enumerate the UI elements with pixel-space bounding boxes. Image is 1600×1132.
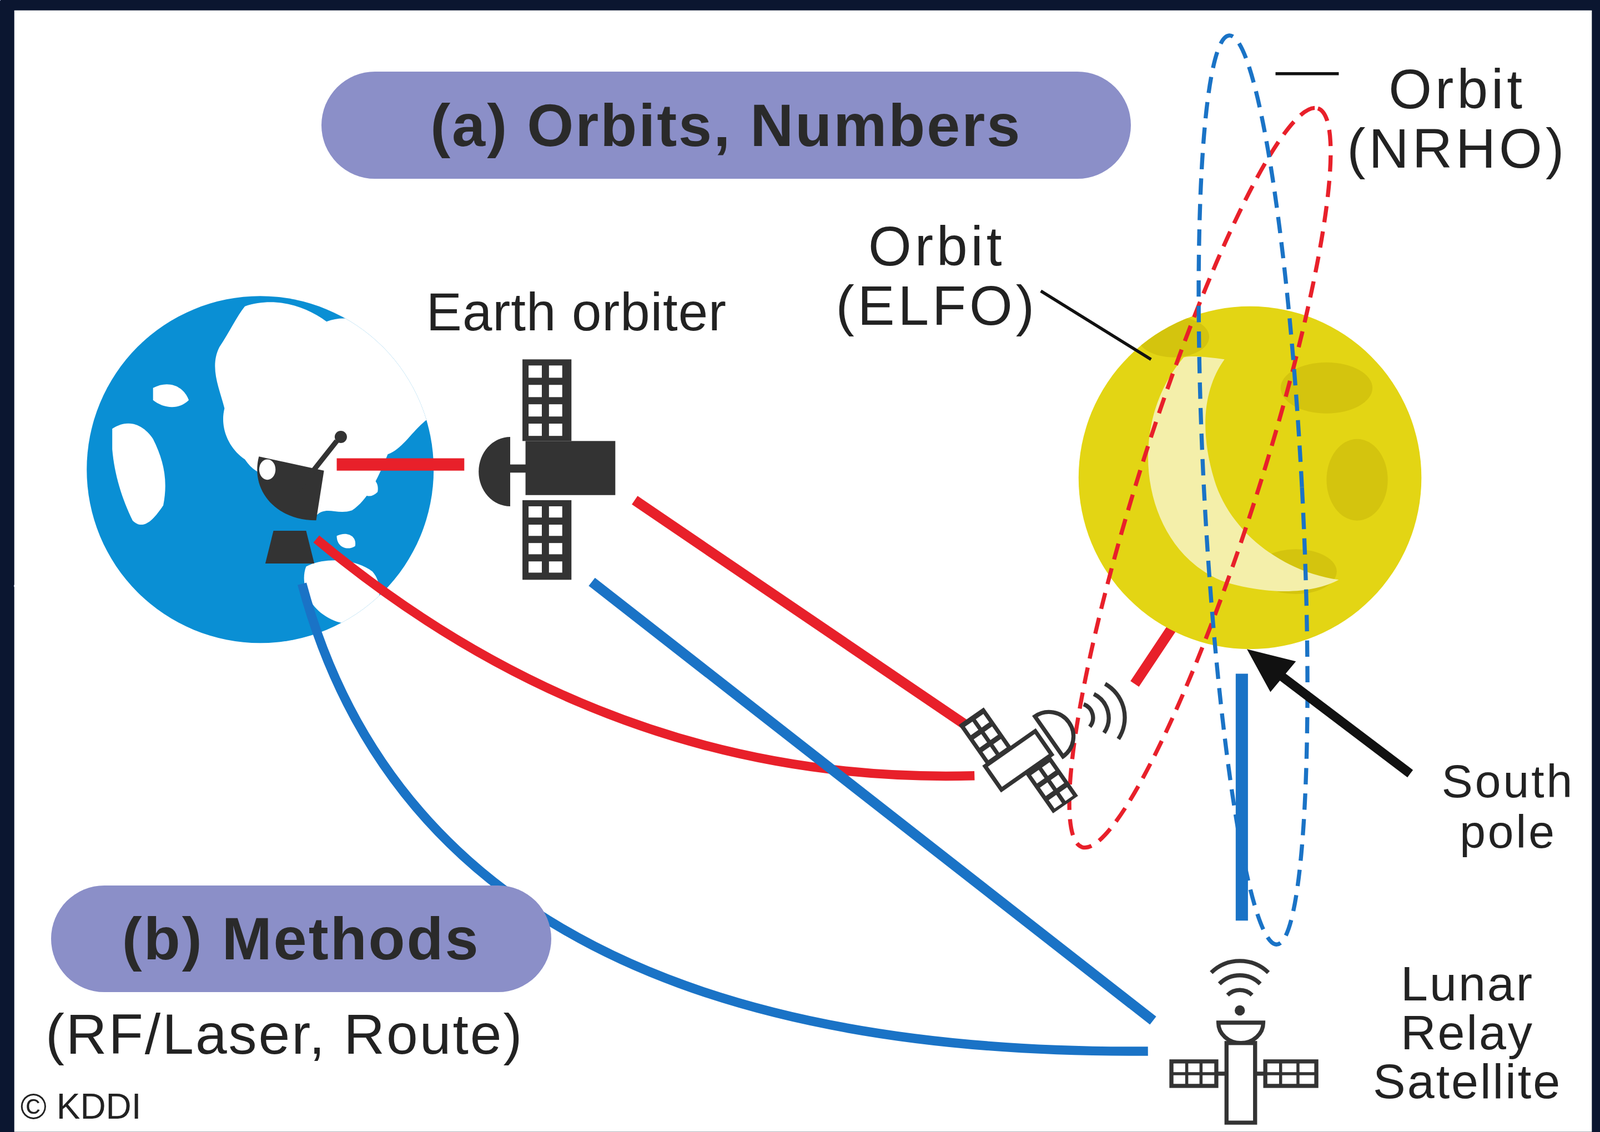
panel-line (1171, 1072, 1217, 1076)
heading-pill: (b) Methods(RF/Laser, Route) (51, 885, 552, 992)
panel-cell (528, 404, 542, 417)
panel-cell (984, 726, 998, 741)
panel-cell (1039, 782, 1054, 797)
orbit-label: Orbit (ELFO) (835, 216, 1038, 336)
panel-cell (549, 404, 563, 417)
panel-cell (549, 384, 563, 397)
panel-cell (973, 733, 988, 748)
moon (1078, 306, 1422, 650)
heading-pill: (a) Orbits, Numbers (321, 71, 1131, 179)
panel-cell (549, 542, 563, 555)
south-pole-arrow (1246, 648, 1411, 774)
panel-line (1265, 1072, 1317, 1076)
satellite-label: Lunar Relay Satellite (1372, 959, 1562, 1106)
panel-cell (528, 561, 542, 573)
panel-cell (549, 524, 563, 536)
signal-waves (1083, 683, 1125, 739)
panel-cell (1042, 762, 1056, 777)
panel-cell (528, 542, 542, 555)
star (0, 0, 1, 1)
panel-cell (975, 713, 990, 728)
panel-cell (528, 506, 542, 518)
panel-cell (549, 561, 563, 573)
panel-cell (1059, 787, 1074, 802)
leader-line (1040, 290, 1152, 360)
panel-cell (993, 738, 1007, 753)
leader-line (1275, 72, 1340, 76)
panel-cell (528, 384, 542, 397)
panel-cell (549, 506, 563, 518)
panel-cell (549, 365, 563, 378)
panel-cell (964, 721, 979, 736)
panel-cell (1030, 770, 1045, 784)
earth-orbiter (478, 359, 616, 580)
satellite-label: Earth orbiter (426, 281, 727, 343)
panel-cell (982, 746, 996, 761)
pole-label: South pole (1441, 756, 1576, 857)
orbit-label: Orbit (NRHO) (1346, 59, 1568, 179)
panel-cell (528, 524, 542, 536)
copyright-notice: © KDDI (20, 1086, 142, 1128)
elfo-satellite (957, 672, 1107, 830)
lunar-relay-satellite (1171, 960, 1317, 1123)
panel-cell (528, 365, 542, 378)
section-subtitle: (RF/Laser, Route) (45, 1002, 525, 1068)
white-panel (14, 10, 1593, 1132)
section-heading: (a) Orbits, Numbers (430, 90, 1022, 160)
section-heading: (b) Methods (122, 903, 481, 974)
ground-antenna (252, 430, 347, 564)
panel-cell (549, 423, 563, 436)
panel-cell (528, 423, 542, 436)
panel-cell (1050, 775, 1065, 789)
nrho-orbit (1180, 32, 1326, 947)
panel-cell (1048, 795, 1063, 809)
